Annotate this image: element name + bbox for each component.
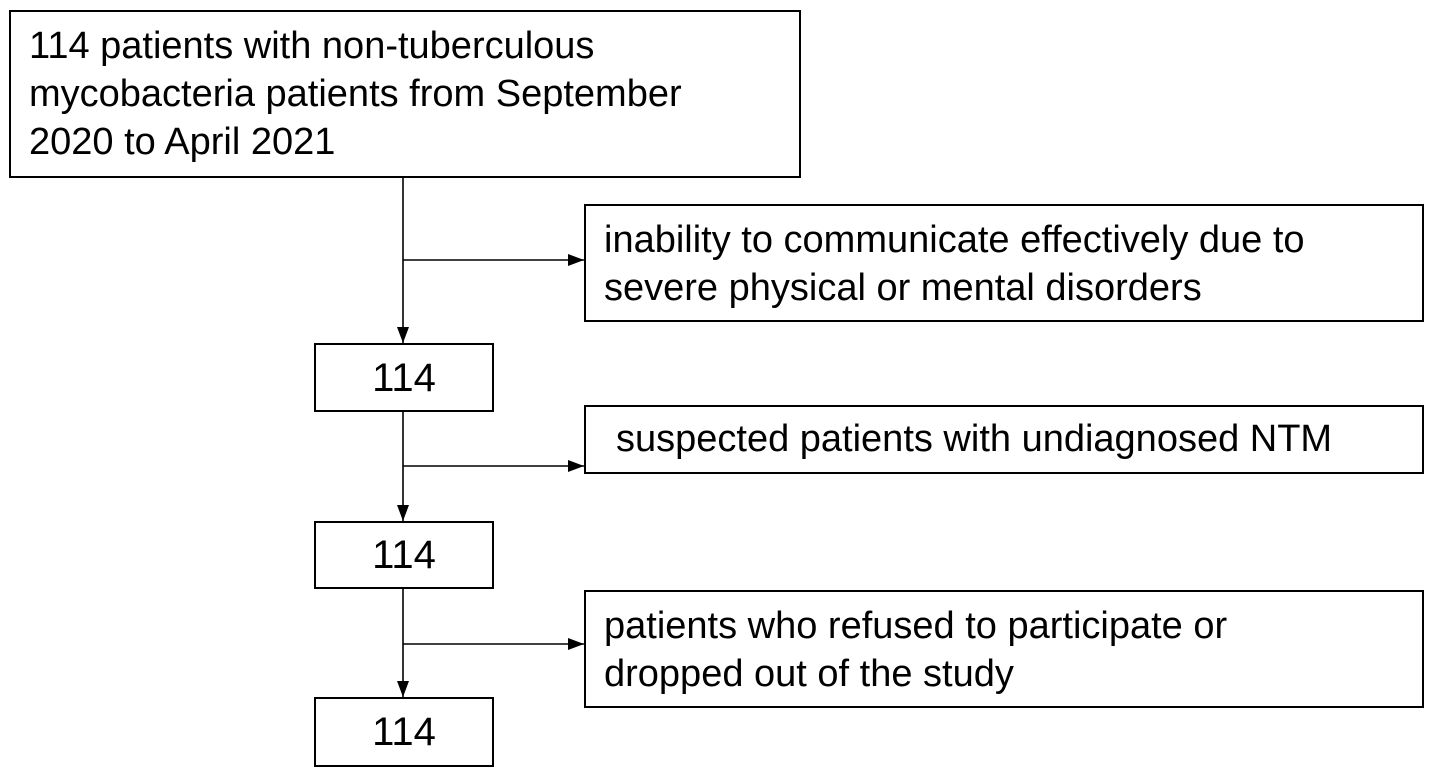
exclusion-3-line: patients who refused to participate or — [604, 605, 1228, 647]
exclusion-2-line: suspected patients with undiagnosed NTM — [616, 418, 1333, 460]
count-3-value: 114 — [372, 710, 436, 754]
start-line: 114 patients with non-tuberculous — [29, 25, 595, 67]
exclusion-1-line: severe physical or mental disorders — [604, 267, 1202, 309]
exclusion-box-3: patients who refused to participate or d… — [584, 590, 1424, 708]
exclusion-box-1: inability to communicate effectively due… — [584, 204, 1424, 322]
exclusion-3-line: dropped out of the study — [604, 653, 1014, 695]
count-2-value: 114 — [372, 533, 436, 577]
start-box: 114 patients with non-tuberculous mycoba… — [9, 10, 801, 178]
count-1-value: 114 — [372, 355, 436, 400]
exclusion-box-2: suspected patients with undiagnosed NTM — [584, 405, 1424, 474]
count-box-1: 114 — [314, 343, 494, 412]
count-box-2: 114 — [314, 521, 494, 589]
start-line: mycobacteria patients from September — [29, 73, 682, 115]
count-box-3: 114 — [314, 697, 494, 767]
exclusion-1-line: inability to communicate effectively due… — [604, 219, 1305, 261]
start-line: 2020 to April 2021 — [29, 121, 336, 163]
